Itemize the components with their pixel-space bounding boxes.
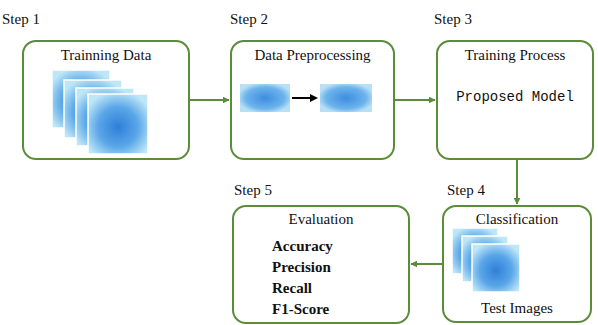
training-images xyxy=(52,70,148,154)
step-label: Step 5 xyxy=(234,181,272,199)
step-label: Step 2 xyxy=(230,10,268,28)
box-title: Trainning Data xyxy=(28,46,184,64)
process-arrow xyxy=(292,97,312,99)
box-title: Training Process xyxy=(442,46,588,64)
step-label: Step 1 xyxy=(2,10,40,28)
preprocessing-box: Step 2Data Preprocessing xyxy=(230,40,395,160)
classification-box: Step 4ClassificationTest Images xyxy=(442,205,592,323)
processed-image xyxy=(320,84,372,112)
image-caption: Test Images xyxy=(448,299,586,317)
evaluation-box: Step 5EvaluationAccuracyPrecisionRecallF… xyxy=(232,205,410,324)
training-data-box: Step 1Trainning Data xyxy=(22,40,190,160)
raw-image xyxy=(240,84,290,112)
training-box: Step 3Training ProcessProposed Model xyxy=(436,40,594,160)
test-images xyxy=(452,228,520,292)
metric-name: Recall xyxy=(272,279,312,297)
flow-arrow xyxy=(190,99,229,101)
flow-arrow xyxy=(395,99,435,101)
metric-name: F1-Score xyxy=(272,300,329,318)
step-label: Step 3 xyxy=(434,10,472,28)
image-tile xyxy=(472,244,520,292)
image-tile xyxy=(88,94,148,154)
metric-name: Precision xyxy=(272,258,331,276)
flow-arrow xyxy=(516,160,518,204)
box-title: Classification xyxy=(448,210,586,228)
metric-name: Accuracy xyxy=(272,237,333,255)
process-arrowhead xyxy=(310,94,318,102)
box-title: Data Preprocessing xyxy=(236,46,389,64)
preprocessing-illustration xyxy=(240,84,372,112)
model-name: Proposed Model xyxy=(442,88,588,106)
box-title: Evaluation xyxy=(238,210,404,228)
step-label: Step 4 xyxy=(447,181,485,199)
flow-arrow xyxy=(411,263,442,265)
